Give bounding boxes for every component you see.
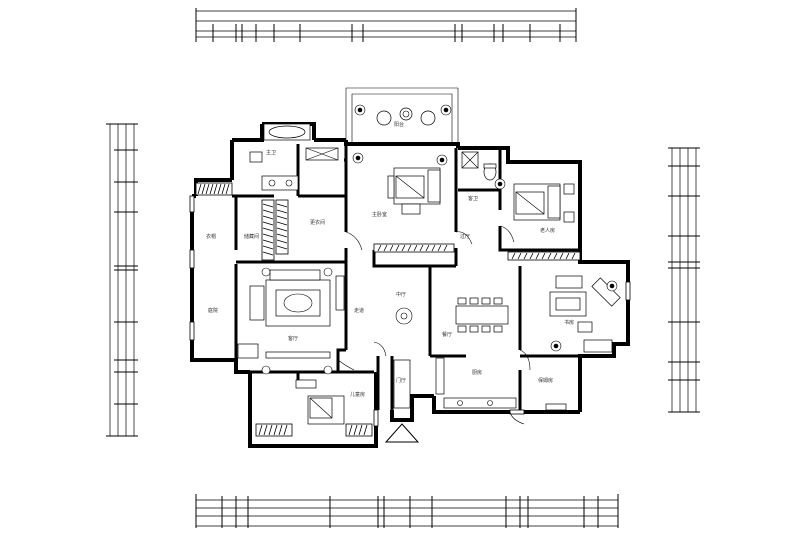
label-elder-bedroom: 老人房 — [540, 227, 555, 234]
dimension-lines-left — [106, 123, 138, 437]
label-hall: 中厅 — [396, 291, 406, 298]
label-entry: 门厅 — [396, 377, 406, 384]
label-corridor: 过厅 — [460, 233, 470, 240]
master-bed — [387, 167, 441, 215]
dining-table — [455, 297, 509, 333]
label-master-bedroom: 主卧室 — [372, 211, 387, 218]
label-kitchen: 厨房 — [472, 369, 482, 376]
plant-icons — [261, 104, 618, 375]
label-guest-bath: 客卫 — [468, 195, 478, 202]
label-walkin-closet: 更衣间 — [310, 219, 325, 226]
windows — [189, 195, 631, 427]
dimension-lines-right — [668, 147, 700, 413]
label-closet-master: 衣帽 — [206, 233, 216, 240]
label-study: 书房 — [564, 319, 574, 326]
label-courtyard: 庭院 — [208, 307, 218, 314]
label-balcony: 阳台 — [394, 121, 404, 128]
interior-walls — [232, 140, 580, 412]
label-nanny-room: 保姆房 — [538, 377, 553, 384]
living-room-furniture — [237, 269, 345, 359]
nanny-furniture — [545, 403, 567, 411]
guest-bath-fixtures — [461, 151, 497, 181]
doors — [337, 225, 531, 425]
label-dining: 餐厅 — [442, 331, 452, 338]
elder-bed — [513, 183, 575, 223]
kids-bed — [295, 379, 345, 425]
label-side-corridor: 走道 — [354, 307, 364, 314]
dimension-lines-top — [195, 8, 577, 42]
label-bathroom-master: 主卫 — [266, 149, 276, 156]
hall-furniture — [395, 307, 413, 325]
room-labels: 主卫 衣帽 更衣间 主卧室 阳台 客卫 过厅 老人房 储藏间 客厅 庭院 中厅 … — [206, 121, 574, 398]
balcony-outline — [345, 87, 459, 144]
entry-marker — [384, 423, 420, 443]
wardrobes — [195, 182, 581, 437]
dimension-lines-bottom — [195, 494, 619, 528]
balcony-chairs — [376, 107, 436, 126]
label-living-room: 客厅 — [288, 335, 298, 342]
label-kids-room: 儿童房 — [350, 391, 365, 398]
master-bathroom-fixtures — [249, 123, 339, 191]
label-storage: 储藏间 — [244, 233, 259, 240]
kitchen-counters — [393, 357, 517, 409]
